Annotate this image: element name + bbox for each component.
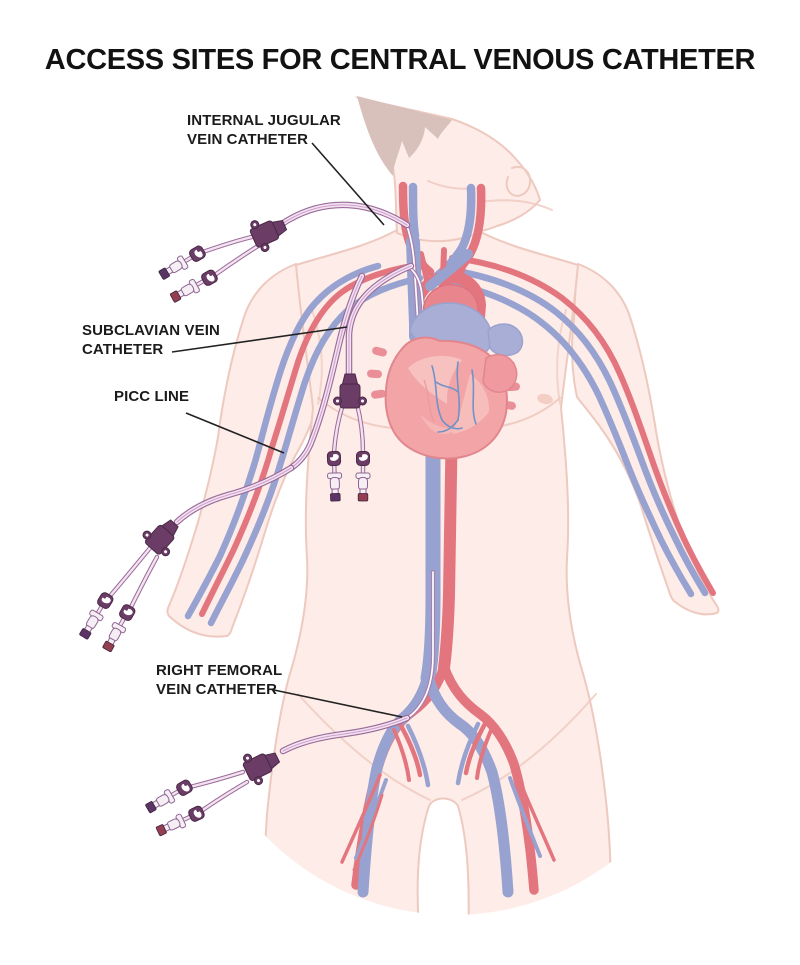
picc-lumen-purple-cap — [77, 591, 114, 641]
femoral-catheter-device — [144, 714, 411, 838]
subclavian-pointer-line — [171, 326, 348, 353]
label-subclavian: SUBCLAVIAN VEIN CATHETER — [82, 321, 220, 359]
jugular-lumen-maroon-cap — [169, 268, 219, 304]
jugular-lumen-purple-cap — [157, 244, 207, 281]
label-line: VEIN CATHETER — [156, 681, 278, 699]
label-line: CATHETER — [82, 341, 164, 359]
picc-pointer-line — [185, 412, 285, 454]
pointer-lines — [171, 142, 403, 718]
femoral-lumen-maroon-cap — [155, 804, 206, 838]
label-femoral: RIGHT FEMORAL VEIN CATHETER — [156, 661, 282, 699]
jugular-catheter-device — [157, 201, 411, 305]
page-title: ACCESS SITES FOR CENTRAL VENOUS CATHETER — [44, 44, 756, 76]
subclavian-catheter-device — [327, 262, 415, 501]
label-line: VEIN CATHETER — [187, 131, 309, 149]
heart-graphic — [367, 283, 524, 460]
label-line: RIGHT FEMORAL — [156, 662, 283, 679]
label-line: SUBCLAVIAN VEIN — [82, 322, 220, 339]
label-line: PICC LINE — [114, 388, 190, 405]
coronary-vessels — [431, 361, 477, 433]
body-figure — [166, 96, 720, 915]
jugular-pointer-line — [311, 142, 385, 226]
ear-icon — [505, 166, 532, 197]
label-picc-line: PICC LINE — [114, 387, 189, 406]
label-line: INTERNAL JUGULAR — [187, 112, 341, 129]
hair — [357, 96, 452, 176]
neck-base-line — [479, 199, 553, 211]
picc-line-device — [77, 272, 366, 653]
right-arm — [166, 262, 318, 638]
picc-lumen-maroon-cap — [101, 603, 137, 653]
label-internal-jugular: INTERNAL JUGULAR VEIN CATHETER — [187, 111, 341, 149]
femoral-lumen-purple-cap — [144, 778, 194, 815]
femoral-pointer-line — [273, 689, 403, 718]
